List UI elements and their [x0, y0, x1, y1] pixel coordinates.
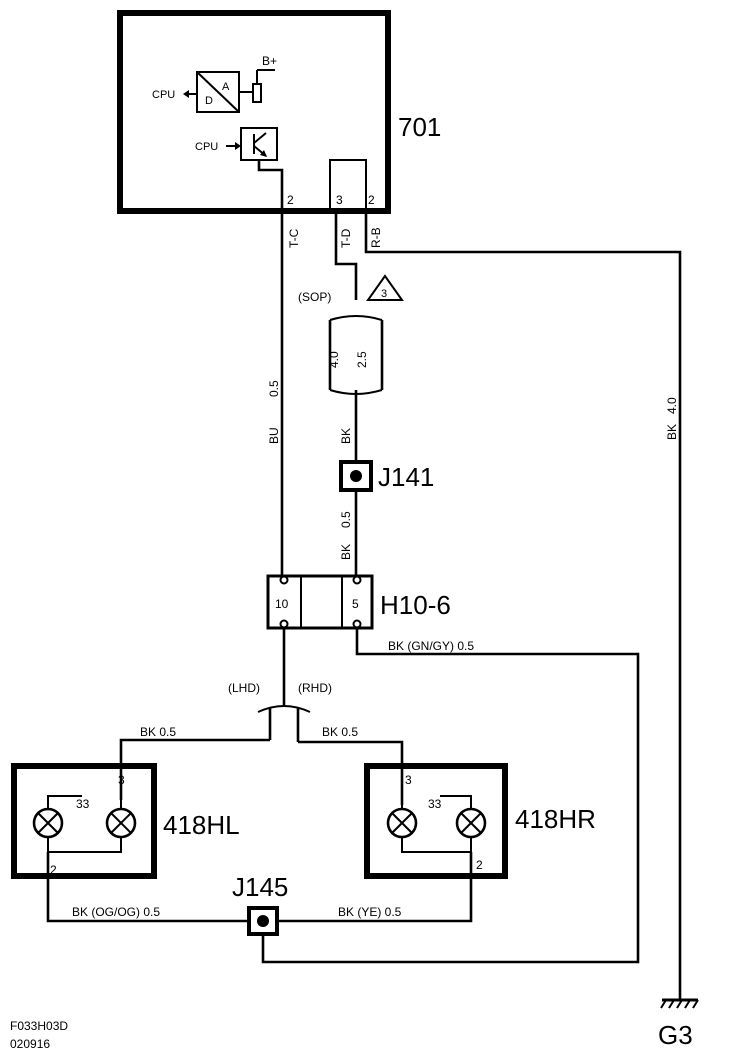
sop-label: (SOP) [298, 290, 331, 304]
wire-left-bottom-label: BK (OG/OG) 0.5 [72, 905, 160, 919]
wire-bu-size: 0.5 [267, 380, 281, 397]
lamp-418hr-box [364, 763, 508, 879]
ecu-701-label: 701 [398, 112, 441, 142]
ground-icon [660, 998, 699, 1009]
h10-6-pin-10: 10 [275, 597, 289, 611]
wire-rb [364, 211, 682, 1000]
sop-size-b: 2.5 [355, 351, 369, 368]
lamp-418hl-box [11, 763, 157, 879]
svg-text:3: 3 [381, 288, 387, 300]
ad-converter-icon: A D [196, 71, 240, 113]
note-triangle-icon: 3 [366, 274, 404, 301]
wire-rb-size: 4.0 [665, 397, 679, 414]
wire-left-bottom [46, 852, 249, 923]
ecu-td-rb-link [329, 159, 367, 212]
lhd-rhd-bracket [257, 705, 311, 713]
bulb-icon [105, 807, 137, 839]
lamp-418hl-code: 33 [76, 797, 90, 811]
wire-right-bottom [277, 852, 473, 923]
footer-code-2: 020916 [10, 1037, 50, 1051]
supply-label: B+ [262, 54, 277, 68]
wire-bk-label-td: BK [339, 428, 353, 444]
wire-tc-label: T-C [287, 228, 301, 248]
wire-rhd [298, 740, 404, 805]
bulb-icon [455, 807, 487, 839]
bulb-icon [386, 807, 418, 839]
wire-right-bottom-label: BK (YE) 0.5 [338, 905, 402, 919]
lamp-418hr-pin-3: 3 [405, 773, 412, 787]
wire-bu-label: BU [267, 427, 281, 444]
lamp-418hr-label: 418HR [515, 804, 596, 834]
lamp-418hr-code: 33 [428, 797, 442, 811]
cpu-out-label: CPU [152, 89, 175, 101]
ecu-701-box [117, 10, 391, 214]
wire-td [334, 211, 358, 300]
wire-h10-to-j145 [261, 628, 640, 964]
sop-bracket [329, 315, 383, 321]
pin-rb: 2 [368, 193, 375, 207]
wire-td-label: T-D [339, 228, 353, 248]
lamp-418hl-pin-2: 2 [50, 863, 57, 877]
wire-rhd-label: BK 0.5 [322, 725, 358, 739]
lamp-418hl-label: 418HL [163, 810, 240, 840]
wire-j141-size: 0.5 [339, 511, 353, 528]
wire-rb-color: BK [665, 424, 679, 440]
ground-label: G3 [658, 1020, 693, 1050]
pin-tc: 2 [287, 193, 294, 207]
lamp-418hl-pin-3: 3 [118, 773, 125, 787]
wire-rb-label: R-B [369, 227, 383, 248]
h10-6-box [266, 574, 374, 630]
footer-code-1: F033H03D [10, 1019, 68, 1033]
j141-label: J141 [378, 462, 434, 492]
transistor-icon [240, 127, 278, 161]
h10-6-label: H10-6 [380, 590, 451, 620]
bulb-icon [32, 807, 64, 839]
pin-td: 3 [336, 193, 343, 207]
cpu-in-label: CPU [195, 141, 218, 153]
h10-6-pin-5: 5 [352, 597, 359, 611]
j145-label: J145 [232, 872, 288, 902]
lhd-label: (LHD) [228, 681, 260, 695]
wire-h10-bottom-label: BK (GN/GY) 0.5 [388, 639, 474, 653]
svg-text:A: A [222, 81, 230, 93]
sop-size-a: 4.0 [327, 351, 341, 368]
lamp-418hr-pin-2: 2 [476, 858, 483, 872]
wire-lhd [119, 738, 270, 800]
rhd-label: (RHD) [298, 681, 332, 695]
resistor-icon [252, 83, 262, 103]
wire-j141-color: BK [339, 544, 353, 560]
wire-lhd-label: BK 0.5 [140, 725, 176, 739]
svg-text:D: D [205, 95, 213, 107]
j145-box [247, 906, 279, 936]
